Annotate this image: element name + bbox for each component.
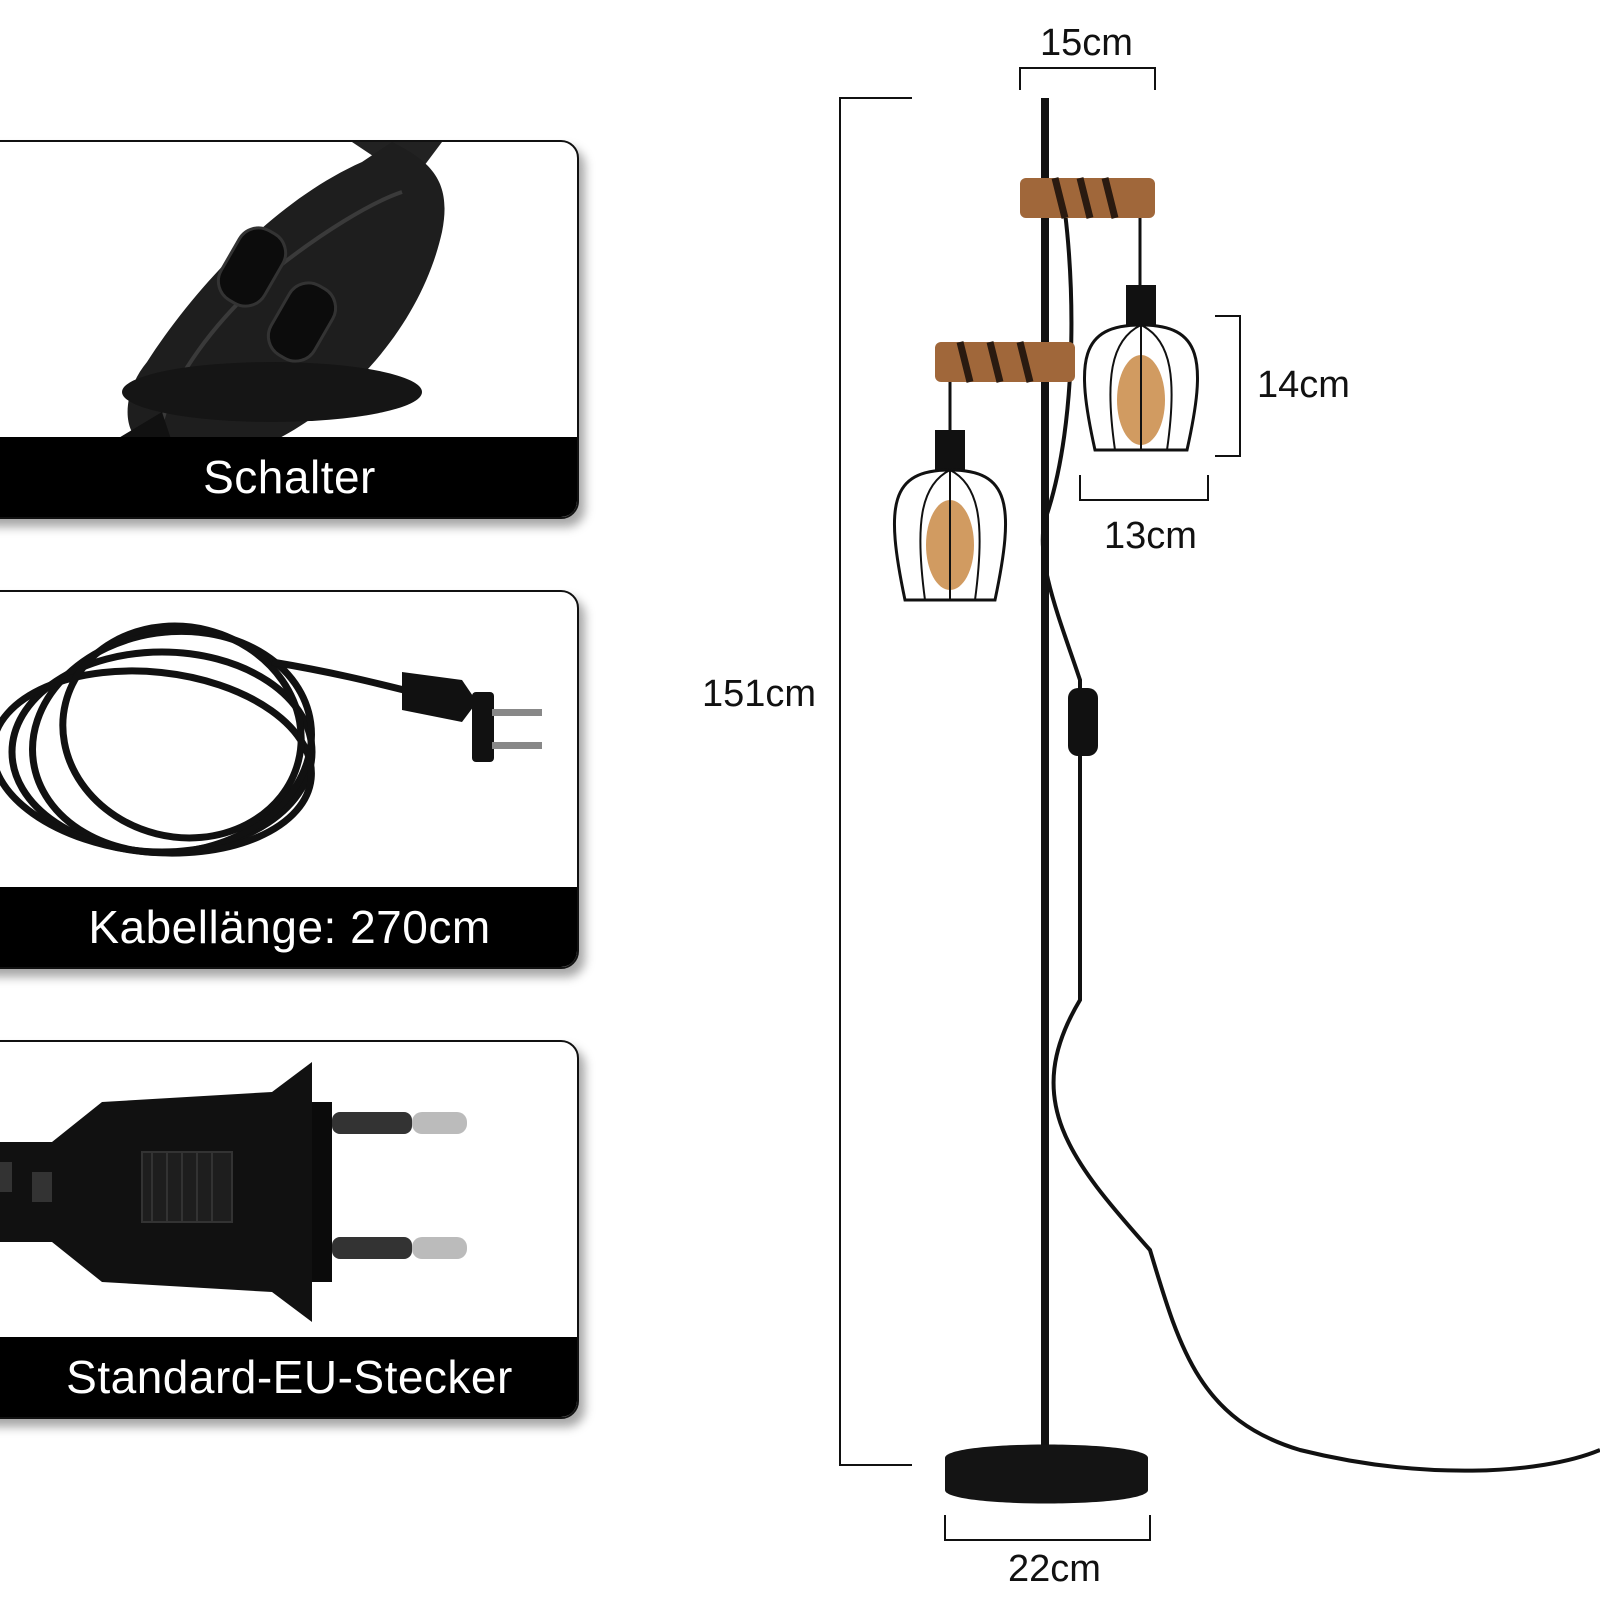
dimension-base-width: 22cm <box>1008 1548 1101 1590</box>
dimension-line-shade-height <box>1215 315 1241 457</box>
lamp-pole <box>1041 98 1049 1458</box>
dimension-line-top-width <box>1019 67 1156 90</box>
cage-shade-left <box>893 430 1007 602</box>
wooden-arm-lower <box>935 342 1075 382</box>
dimension-line-total-height <box>839 97 912 1466</box>
inline-switch <box>1068 688 1098 756</box>
dimension-shade-height: 14cm <box>1257 364 1350 406</box>
floor-lamp-illustration <box>839 67 1600 1541</box>
cage-shade-right <box>1083 285 1199 452</box>
feature-card-switch: Schalter <box>0 140 579 519</box>
feature-card-plug: Standard-EU-Stecker <box>0 1040 579 1419</box>
rocker-switch-icon <box>112 142 445 442</box>
lamp-base <box>945 1444 1148 1504</box>
feature-card-cable: Kabellänge: 270cm <box>0 590 579 969</box>
coiled-cable-icon <box>0 622 542 857</box>
dimension-total-height: 151cm <box>702 673 817 715</box>
dimension-shade-width: 13cm <box>1104 515 1197 557</box>
dimension-top-width: 15cm <box>1040 22 1133 64</box>
dimension-line-base-width <box>944 1515 1151 1541</box>
dimension-line-shade-width <box>1079 475 1209 501</box>
eu-plug-icon <box>0 1062 467 1322</box>
feature-caption-plug: Standard-EU-Stecker <box>0 1337 577 1417</box>
feature-caption-switch: Schalter <box>0 437 577 517</box>
feature-caption-cable: Kabellänge: 270cm <box>0 887 577 967</box>
power-cable <box>1040 179 1600 1473</box>
